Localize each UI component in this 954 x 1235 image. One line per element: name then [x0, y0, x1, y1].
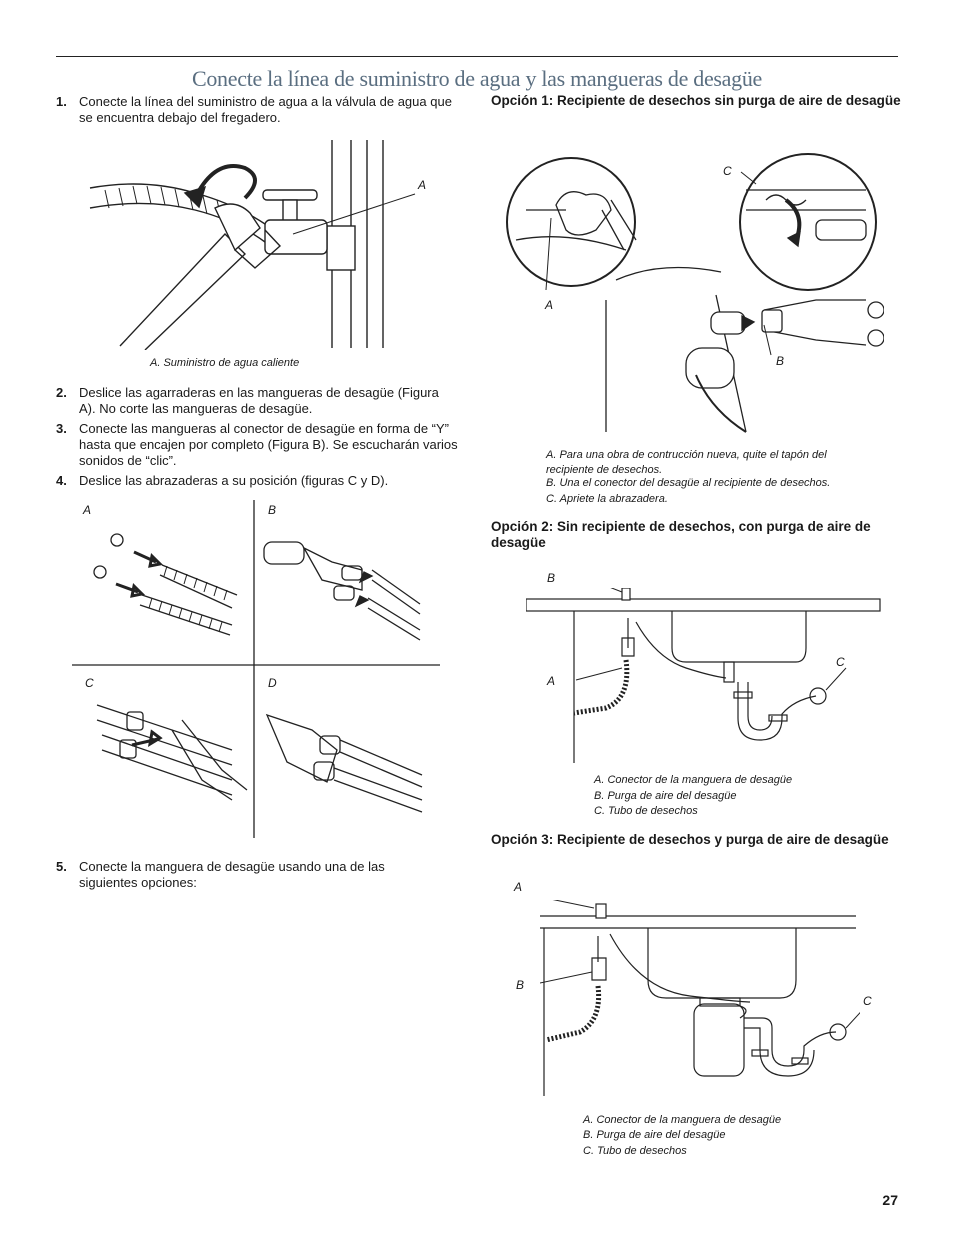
step-number: 2. — [56, 385, 67, 400]
option1-label-b: B — [776, 354, 785, 368]
page-title: Conecte la línea de suministro de agua y… — [191, 66, 763, 91]
figure-option2-sink — [526, 588, 882, 770]
step-text: Conecte la línea del suministro de agua … — [79, 94, 452, 125]
option3-label-a: A — [514, 880, 523, 894]
option1-label-a: A — [545, 298, 554, 312]
option1-caption-c: C. Apriete la abrazadera. — [546, 493, 668, 505]
option2-label-b: B — [547, 571, 556, 585]
step-number: 4. — [56, 473, 67, 488]
option3-heading: Opción 3: Recipiente de desechos y purga… — [491, 832, 889, 847]
option3-caption-a: A. Conector de la manguera de desagüe — [583, 1114, 782, 1126]
top-rule — [56, 56, 898, 57]
option2-caption-b: B. Purga de aire del desagüe — [594, 790, 737, 802]
option3-label-c: C — [863, 994, 872, 1008]
step-number: 1. — [56, 94, 67, 109]
step-text: Deslice las abrazaderas a su posición (f… — [79, 473, 389, 488]
grid-label-a: A — [83, 503, 92, 517]
option2-heading: Opción 2: Sin recipiente de desechos, co… — [491, 519, 871, 550]
option2-caption-c: C. Tubo de desechos — [594, 805, 698, 817]
step-text: Conecte las mangueras al conector de des… — [79, 421, 458, 468]
fig1-label-a: A — [418, 178, 427, 192]
page-number: 27 — [882, 1192, 898, 1208]
figure-option1-disposer — [506, 140, 884, 435]
option1-caption-a: A. Para una obra de contrucción nueva, q… — [546, 449, 827, 476]
step-number: 3. — [56, 421, 67, 436]
option1-label-c: C — [723, 164, 732, 178]
option2-caption-a: A. Conector de la manguera de desagüe — [594, 774, 793, 786]
grid-label-d: D — [268, 676, 277, 690]
option1-heading: Opción 1: Recipiente de desechos sin pur… — [491, 93, 901, 108]
option2-label-c: C — [836, 655, 845, 669]
figure-grid-hose-steps — [72, 500, 442, 840]
fig1-caption: A. Suministro de agua caliente — [150, 357, 300, 369]
step-number: 5. — [56, 859, 67, 874]
step-text: Conecte la manguera de desagüe usando un… — [79, 859, 385, 890]
option1-caption-b: B. Una el conector del desagüe al recipi… — [546, 477, 831, 489]
grid-label-b: B — [268, 503, 277, 517]
figure-water-supply-wrench — [85, 138, 445, 350]
figure-option3-sink — [540, 900, 860, 1100]
step-text: Deslice las agarraderas en las mangueras… — [79, 385, 439, 416]
option3-caption-b: B. Purga de aire del desagüe — [583, 1129, 726, 1141]
option2-label-a: A — [547, 674, 556, 688]
option3-caption-c: C. Tubo de desechos — [583, 1145, 687, 1157]
option3-label-b: B — [516, 978, 525, 992]
grid-label-c: C — [85, 676, 94, 690]
